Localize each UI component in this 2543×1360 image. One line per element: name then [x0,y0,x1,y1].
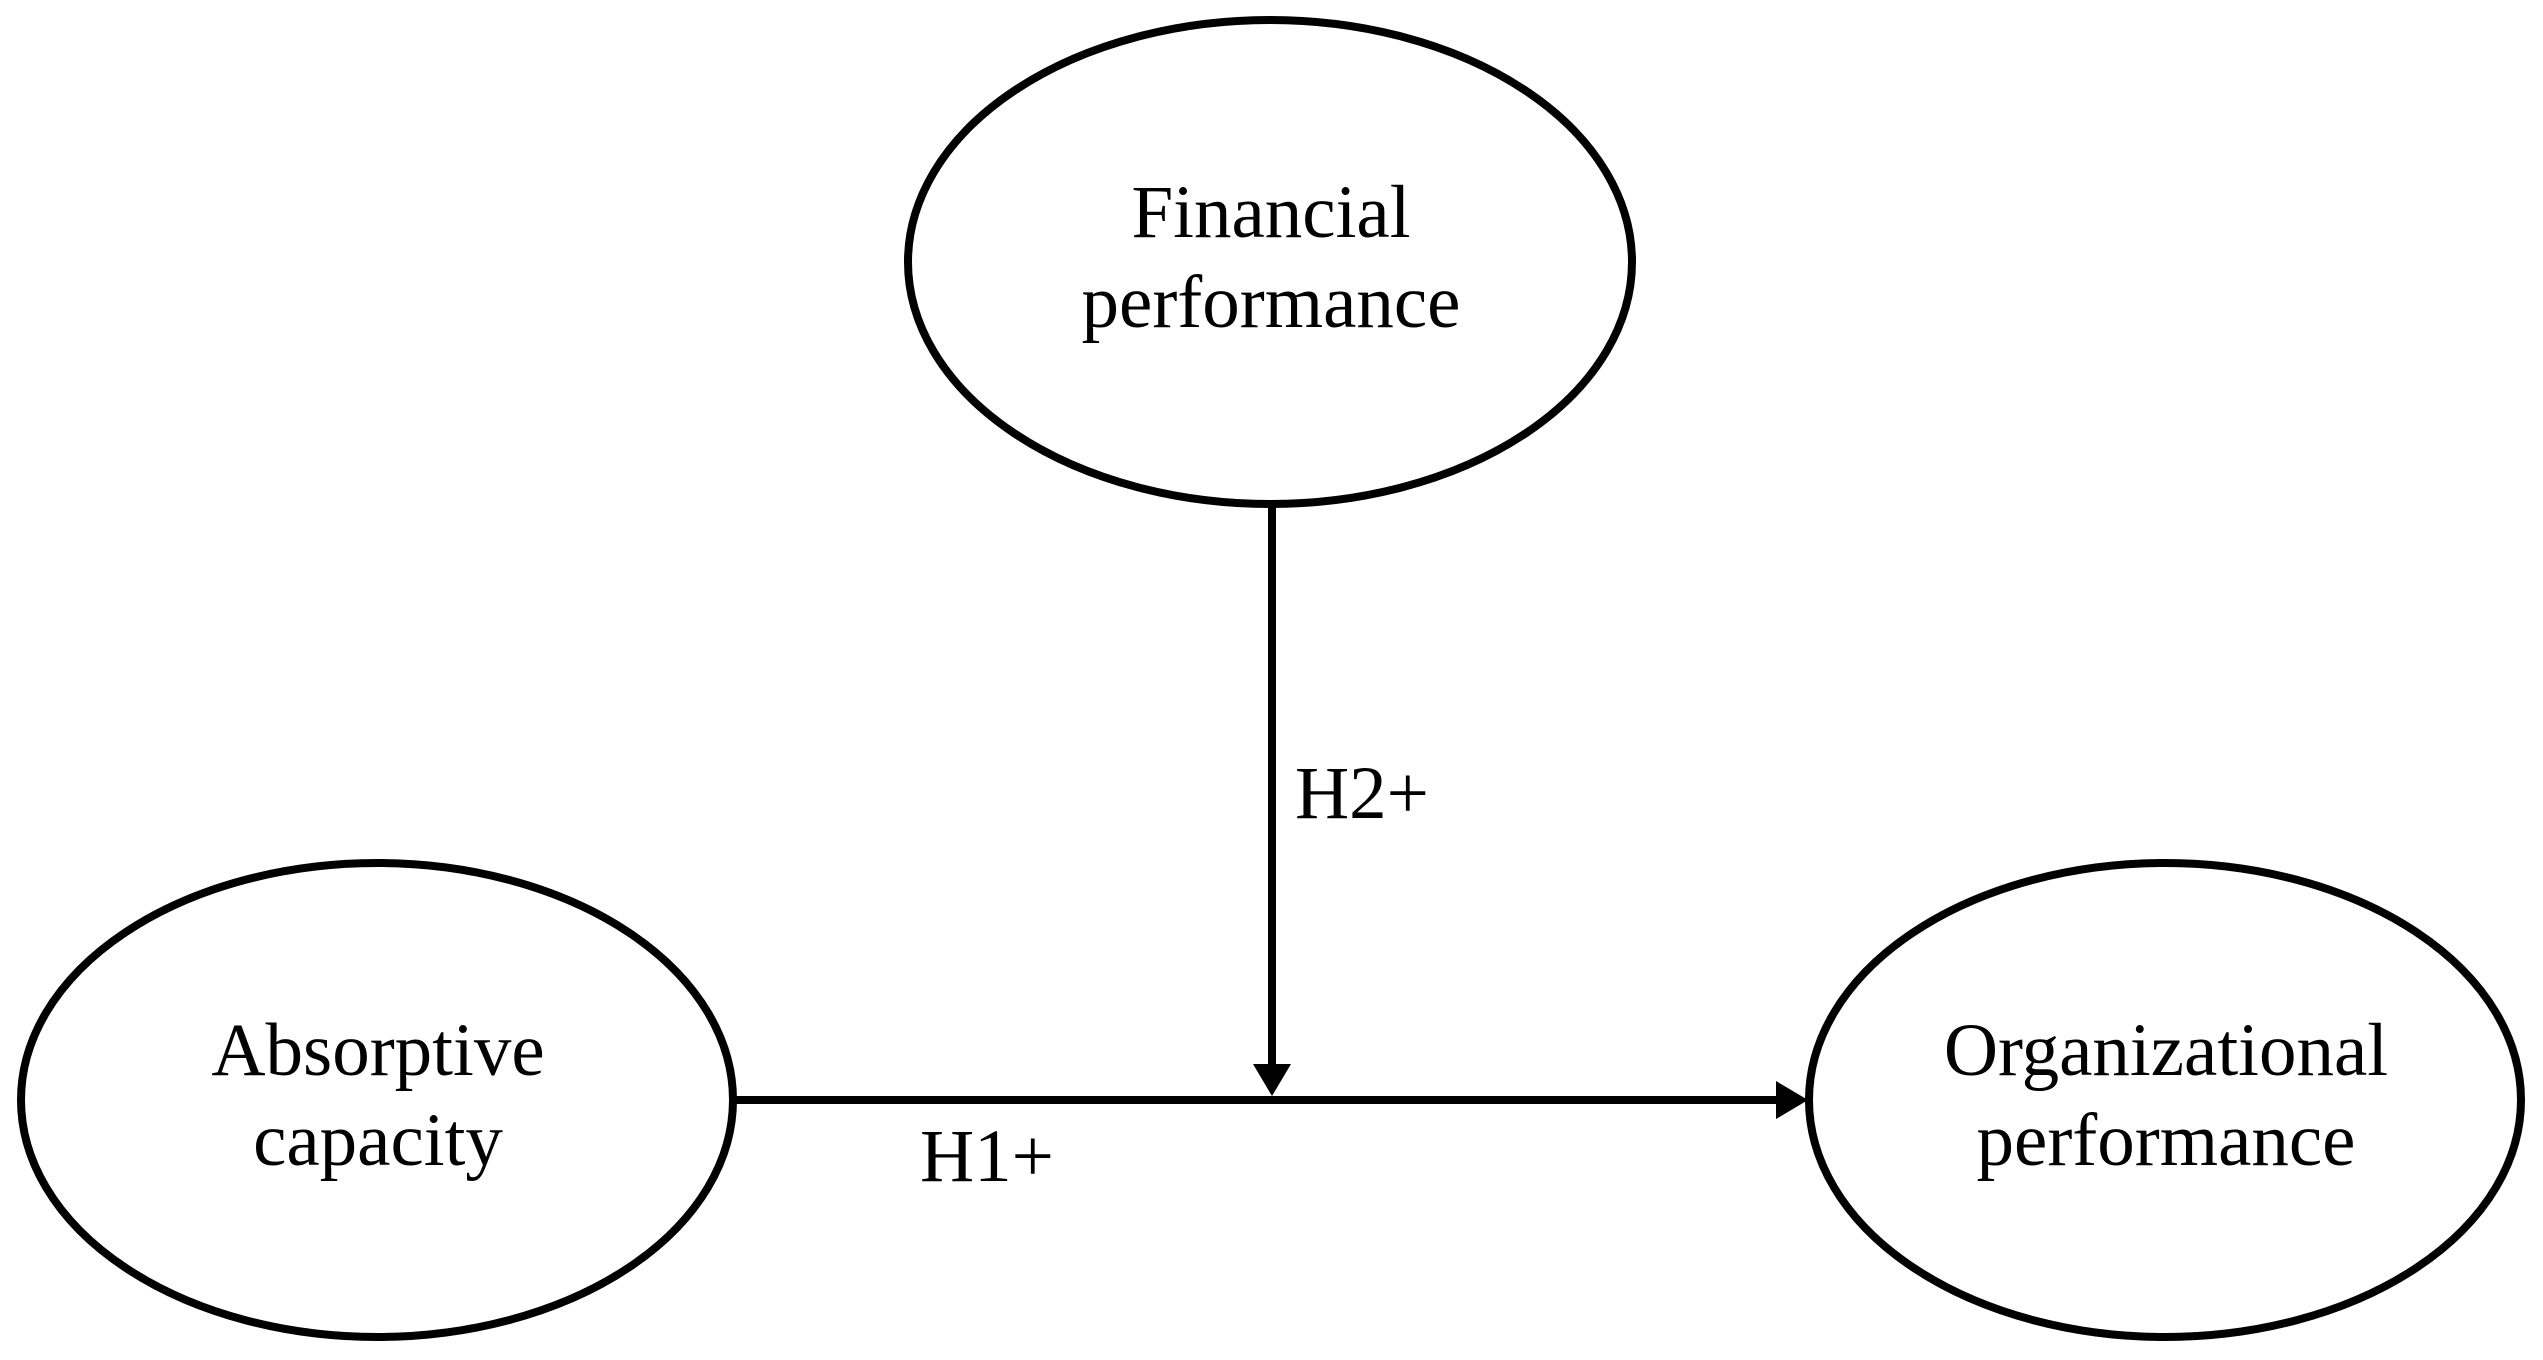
financial-performance-label-line1: Financial [1131,171,1410,254]
organizational-performance-label-line1: Organizational [1944,1009,2388,1092]
absorptive-capacity-label-line1: Absorptive [211,1009,544,1092]
h1-hypothesis-label: H1+ [920,1115,1054,1198]
h2-hypothesis-label: H2+ [1295,752,1429,835]
financial-performance-label-line2: performance [1082,261,1461,344]
h2-arrowhead-icon [1253,1064,1291,1096]
organizational-performance-label-line2: performance [1977,1099,2356,1182]
organizational-performance-node [1805,859,2525,1341]
h1-arrowhead-icon [1776,1081,1808,1119]
absorptive-capacity-label-line2: capacity [253,1099,503,1182]
